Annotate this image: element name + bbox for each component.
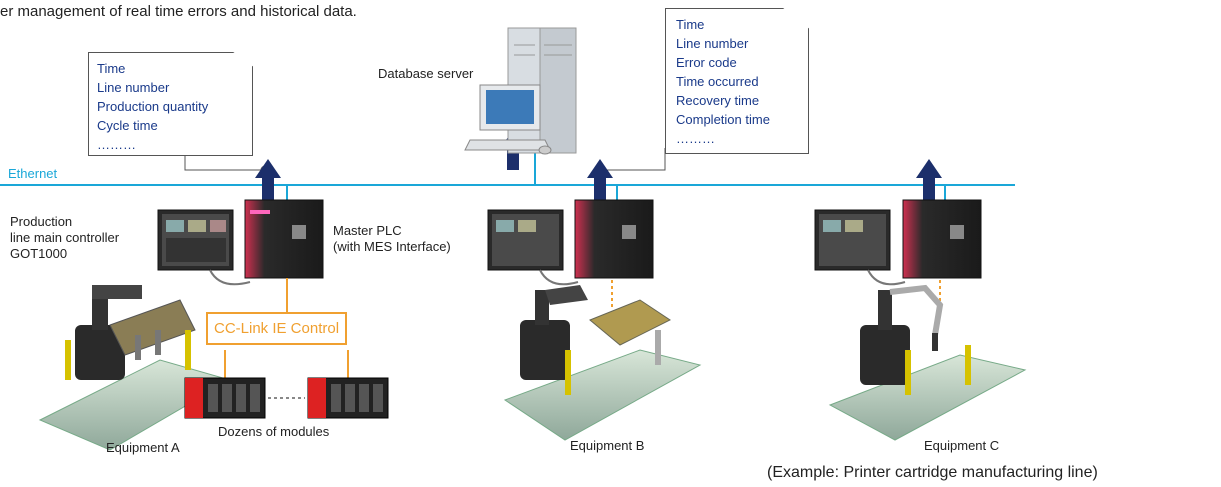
master-plc-c-icon	[902, 199, 982, 279]
note-right-line: Recovery time	[676, 93, 760, 108]
note-left-line: Production quantity	[97, 99, 209, 114]
modules-caption: Dozens of modules	[218, 424, 330, 439]
equipment-a-robot-icon	[38, 285, 232, 451]
arrow-up-b-icon	[587, 159, 613, 200]
cable-c	[867, 269, 906, 286]
arrow-up-a-icon	[255, 159, 281, 200]
note-left-line: ………	[97, 137, 136, 152]
cable-a	[209, 269, 251, 286]
master-plc-label: Master PLC (with MES Interface)	[333, 223, 451, 255]
controller-label-line: GOT1000	[10, 246, 68, 261]
module-rack-right-icon	[307, 377, 389, 419]
database-server-label: Database server	[378, 66, 474, 81]
controller-label: Production line main controller GOT1000	[10, 214, 119, 262]
equipment-c-controller-icon	[814, 209, 891, 271]
note-left-line: Cycle time	[97, 118, 158, 133]
master-plc-a-icon	[244, 199, 324, 279]
database-server-icon	[464, 27, 577, 155]
equipment-c-caption: Equipment C	[924, 438, 1000, 453]
note-right-connector	[600, 148, 666, 171]
intro-text: er management of real time errors and hi…	[0, 3, 357, 20]
note-right-line: Time occurred	[676, 74, 759, 89]
equipment-a-caption: Equipment A	[106, 440, 180, 455]
master-plc-label-line: Master PLC	[333, 223, 402, 238]
cable-b	[539, 269, 579, 286]
example-caption: (Example: Printer cartridge manufacturin…	[767, 464, 1098, 481]
master-plc-label-line: (with MES Interface)	[333, 239, 451, 254]
note-right-line: ………	[676, 131, 715, 146]
note-left-line: Time	[97, 61, 126, 76]
note-right-line: Error code	[676, 55, 737, 70]
note-right: Time Line number Error code Time occurre…	[665, 8, 809, 154]
arrow-up-c-icon	[916, 159, 942, 200]
note-right-line: Time	[676, 17, 705, 32]
got1000-controller-icon	[157, 209, 234, 271]
note-left-line: Line number	[97, 80, 170, 95]
equipment-b-caption: Equipment B	[570, 438, 645, 453]
equipment-c-robot-icon	[828, 284, 1027, 441]
controller-label-line: Production	[10, 214, 73, 229]
cclink-ie-control-label: CC-Link IE Control	[206, 312, 348, 345]
note-left: Time Line number Production quantity Cyc…	[88, 52, 253, 156]
ethernet-label: Ethernet	[8, 166, 58, 181]
controller-label-line: line main controller	[10, 230, 120, 245]
note-right-line: Line number	[676, 36, 749, 51]
module-rack-left-icon	[184, 377, 266, 419]
note-right-line: Completion time	[676, 112, 770, 127]
equipment-b-controller-icon	[487, 209, 564, 271]
master-plc-b-icon	[574, 199, 654, 279]
equipment-b-robot-icon	[503, 285, 702, 441]
